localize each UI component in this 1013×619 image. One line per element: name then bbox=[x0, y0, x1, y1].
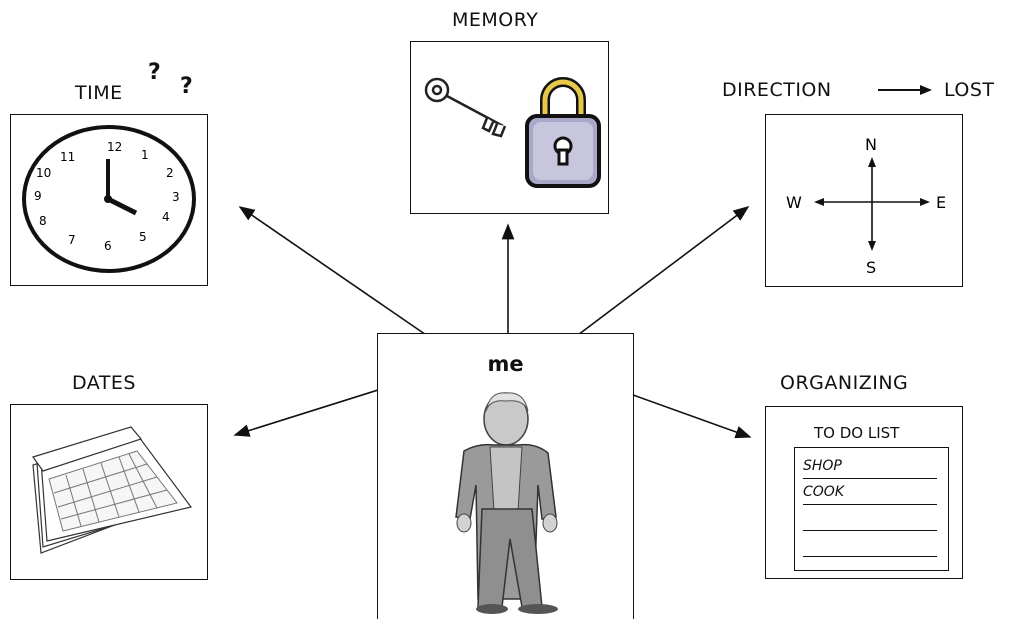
question-mark: ? bbox=[180, 74, 193, 99]
todo-item: COOK bbox=[803, 484, 937, 505]
todo-item bbox=[803, 510, 937, 531]
person-icon bbox=[455, 392, 558, 614]
organizing-label: ORGANIZING bbox=[780, 372, 909, 394]
clock-number: 4 bbox=[162, 210, 170, 224]
compass-west: W bbox=[786, 193, 802, 212]
clock-number: 1 bbox=[141, 148, 149, 162]
me-box: me bbox=[377, 333, 634, 619]
lost-label: LOST bbox=[944, 79, 995, 101]
me-label: me bbox=[487, 352, 524, 376]
clock-number: 11 bbox=[60, 150, 75, 164]
clock-number: 5 bbox=[139, 230, 147, 244]
memory-label: MEMORY bbox=[452, 9, 539, 31]
arrow-right-icon bbox=[878, 85, 932, 95]
todo-title: TO DO LIST bbox=[814, 424, 900, 442]
compass-north: N bbox=[865, 135, 877, 154]
arrow-to-time bbox=[238, 206, 449, 351]
key-and-lock-icon bbox=[424, 77, 601, 188]
clock-number: 3 bbox=[172, 190, 180, 204]
time-label: TIME bbox=[75, 82, 123, 104]
todo-item: SHOP bbox=[803, 458, 937, 479]
arrow-to-direction bbox=[557, 206, 750, 351]
compass-east: E bbox=[936, 193, 946, 212]
padlock-icon bbox=[525, 77, 601, 188]
memory-box bbox=[410, 41, 609, 214]
todo-list-card: SHOP COOK bbox=[794, 447, 949, 571]
dates-label: DATES bbox=[72, 372, 136, 394]
clock-number: 7 bbox=[68, 233, 76, 247]
dates-box bbox=[10, 404, 208, 580]
direction-label: DIRECTION bbox=[722, 79, 832, 101]
direction-box: N S E W bbox=[765, 114, 963, 287]
clock-number: 12 bbox=[107, 140, 122, 154]
compass-south: S bbox=[866, 258, 876, 277]
clock-icon: 12 1 2 3 4 5 6 7 8 9 10 11 bbox=[22, 125, 196, 273]
clock-number: 8 bbox=[39, 214, 47, 228]
todo-item bbox=[803, 536, 937, 557]
clock-number: 9 bbox=[34, 189, 42, 203]
clock-number: 6 bbox=[104, 239, 112, 253]
clock-number: 10 bbox=[36, 166, 51, 180]
calendar-icon bbox=[32, 426, 193, 554]
question-mark: ? bbox=[148, 60, 161, 85]
organizing-box: TO DO LIST SHOP COOK bbox=[765, 406, 963, 579]
clock-number: 2 bbox=[166, 166, 174, 180]
compass-icon: N S E W bbox=[786, 135, 946, 277]
time-box: 12 1 2 3 4 5 6 7 8 9 10 11 bbox=[10, 114, 208, 286]
key-icon bbox=[424, 77, 507, 138]
